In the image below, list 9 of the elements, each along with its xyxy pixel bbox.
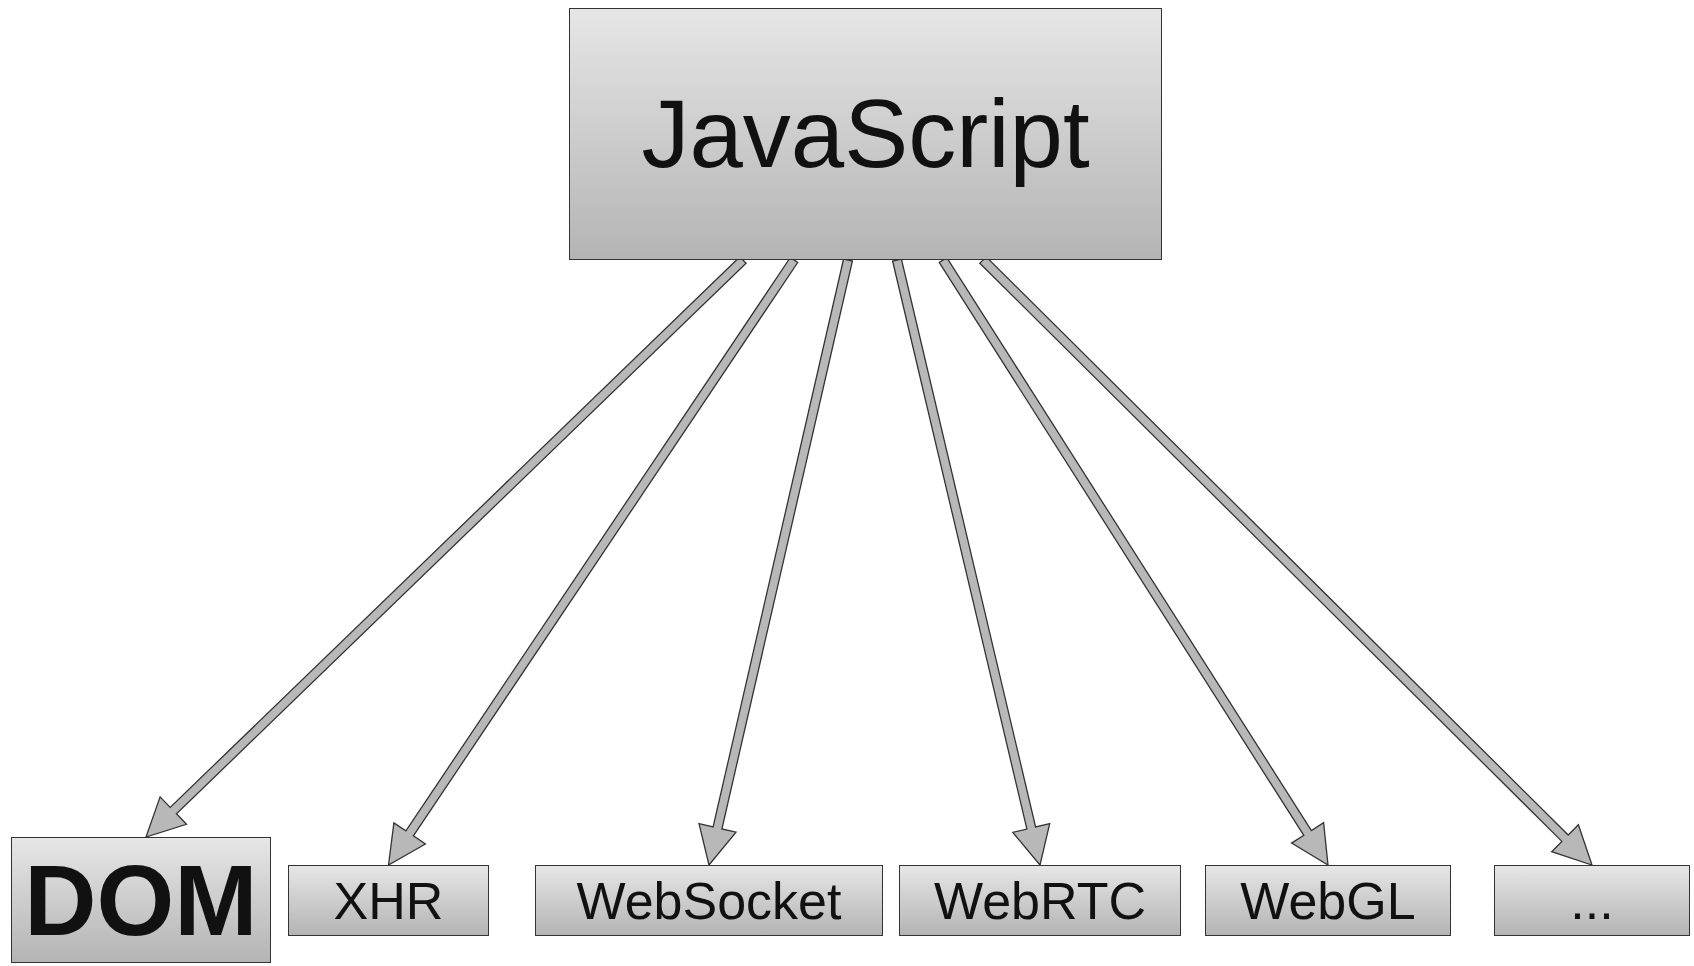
text-box: DOM (11, 837, 271, 963)
text-box: WebRTC (899, 865, 1181, 936)
text-box: WebGL (1205, 865, 1451, 936)
text-box: WebSocket (535, 865, 883, 936)
arrow (891, 258, 1051, 867)
text-box: XHR (288, 865, 489, 936)
arrow (698, 258, 854, 867)
text-box: JavaScript (569, 8, 1162, 260)
text-box: ... (1494, 865, 1690, 936)
